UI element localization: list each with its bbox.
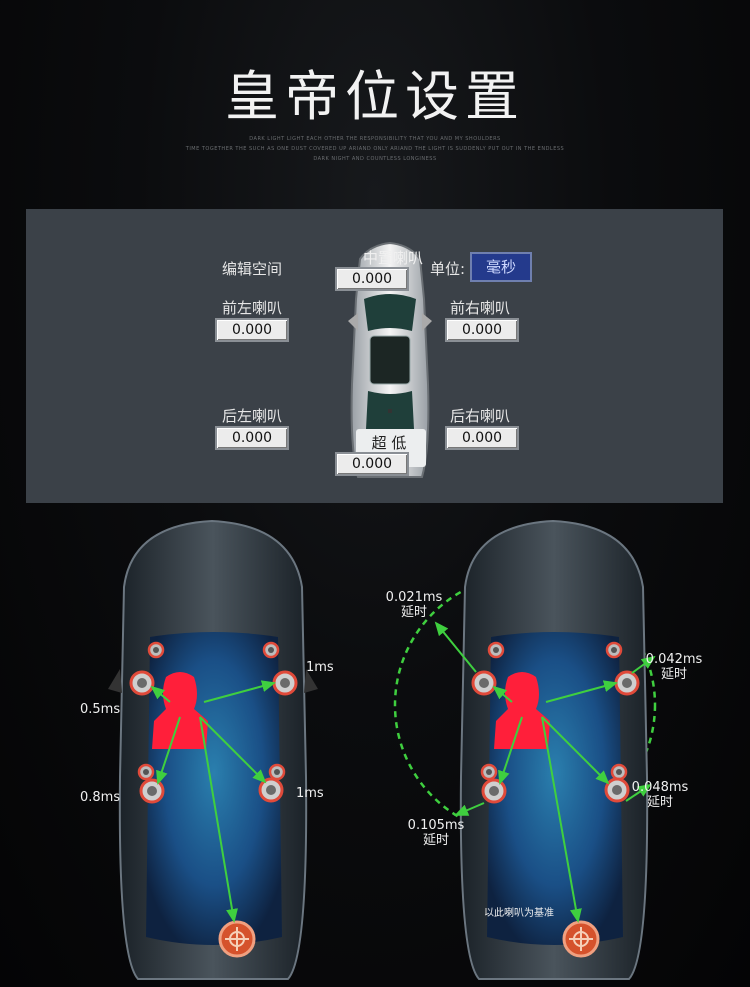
rear-left-speaker-label: 后左喇叭 [222,407,283,425]
front-left-delay-callout: 0.5ms [80,702,121,717]
front-left-delay-field[interactable]: 0.000 [215,318,289,342]
left-car-diagram [108,519,318,980]
front-left-speaker-label: 前左喇叭 [222,299,283,317]
unit-milliseconds-button[interactable]: 毫秒 [470,252,532,282]
unit-label: 单位: [430,260,466,278]
center-speaker-label: 中置喇叭 [362,249,423,267]
delay-settings-panel: 编辑空间 中置喇叭 0.000 单位: 毫秒 前左喇叭 0.000 前右喇叭 0… [26,209,723,503]
speaker-delay-diagrams [108,519,657,980]
bottom-right-delay-callout: 0.048ms 延时 [630,780,690,810]
top-right-delay-value: 0.042ms [645,652,703,667]
rear-right-speaker-label: 后右喇叭 [450,407,511,425]
page-title: 皇帝位设置 [225,65,525,128]
front-right-delay-callout: 1ms [306,660,334,675]
rear-left-delay-field[interactable]: 0.000 [215,426,289,450]
top-right-delay-suffix: 延时 [660,667,687,682]
top-left-delay-callout: 0.021ms 延时 [384,590,444,620]
subwoofer-delay-field[interactable]: 0.000 [335,452,409,476]
bottom-left-delay-suffix: 延时 [422,833,449,848]
rear-right-delay-field[interactable]: 0.000 [445,426,519,450]
subwoofer-label: 超 低 [371,434,407,452]
front-right-speaker-label: 前右喇叭 [450,299,511,317]
front-right-delay-field[interactable]: 0.000 [445,318,519,342]
bottom-left-delay-callout: 0.105ms 延时 [406,818,466,848]
bottom-left-delay-value: 0.105ms [407,818,465,833]
bottom-right-delay-value: 0.048ms [631,780,689,795]
top-right-delay-callout: 0.042ms 延时 [644,652,704,682]
subtitle-line-1: DARK LIGHT LIGHT EACH OTHER THE RESPONSI… [249,136,501,142]
reference-speaker-callout: 以此喇叭为基准 [484,908,554,919]
rear-left-delay-callout: 0.8ms [80,790,121,805]
rear-right-delay-callout: 1ms [296,786,324,801]
subtitle-line-2: TIME TOGETHER THE SUCH AS ONE DUST COVER… [185,146,565,152]
center-speaker-delay-field[interactable]: 0.000 [335,267,409,291]
edit-space-label: 编辑空间 [222,260,283,278]
top-left-delay-value: 0.021ms [385,590,443,605]
top-left-delay-suffix: 延时 [400,605,427,620]
right-car-diagram [393,519,657,980]
subtitle-line-3: DARK NIGHT AND COUNTLESS LONGINESS [313,156,437,162]
bottom-right-delay-suffix: 延时 [646,795,673,810]
